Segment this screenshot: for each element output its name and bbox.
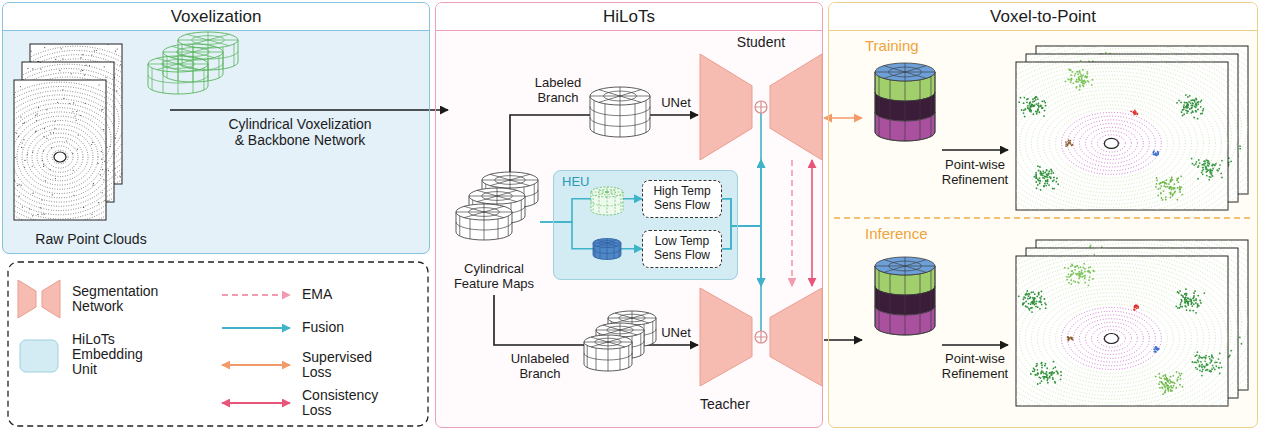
figure-stage: VoxelizationRaw Point CloudsHiLoTsStuden…: [0, 0, 1262, 431]
